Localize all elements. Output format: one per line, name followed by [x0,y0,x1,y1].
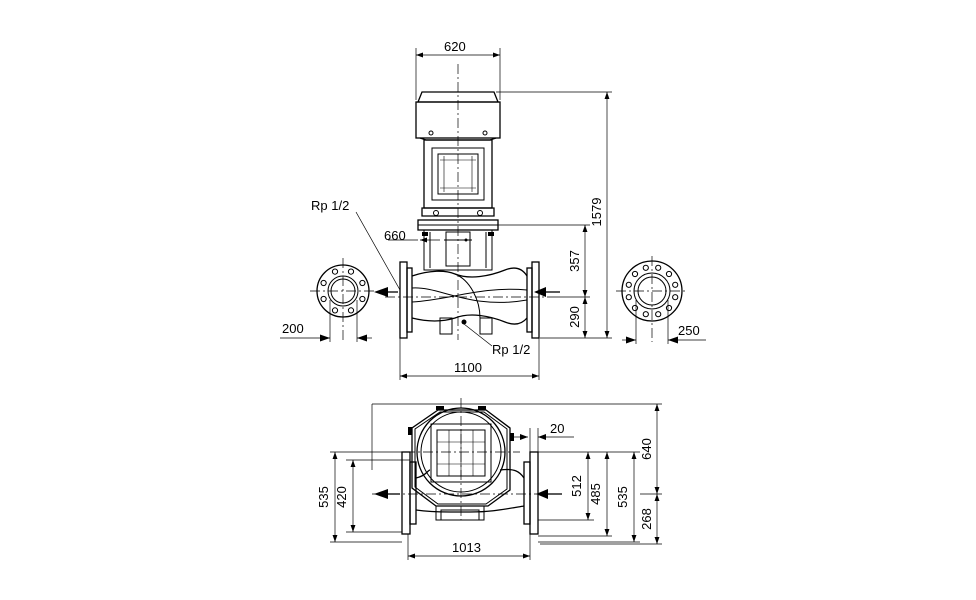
inlet-flange-detail [280,258,376,342]
side-dimensions [355,48,612,380]
dim-base-length: 1013 [452,540,481,555]
dim-flange-width: 660 [384,228,406,243]
bolt-hole [642,311,649,318]
dim-485: 485 [588,483,603,505]
bolt-hole [359,279,366,287]
dim-outlet-flange: 250 [678,323,700,338]
pump-housing [399,238,540,339]
bolt-hole [642,264,649,271]
bolt-hole [655,264,662,271]
bolt-hole [631,270,639,278]
bolt-hole [347,307,355,314]
dim-motor-width: 620 [444,39,466,54]
top-view: 20 535 420 512 485 535 640 268 1013 [316,398,662,560]
top-dimensions [330,403,662,560]
dim-right-535: 535 [615,486,630,508]
dim-left-inner: 420 [334,486,349,508]
dim-512: 512 [569,475,584,497]
dim-shaft-center: 290 [567,306,582,328]
dim-inlet-flange: 200 [282,321,304,336]
bolt-hole [625,294,632,301]
bolt-hole [672,281,679,288]
outlet-flange-detail [616,256,706,344]
side-view: 620 1579 357 290 660 Rp 1/2 Rp 1/2 1100 … [280,39,706,380]
dim-left-outer: 535 [316,486,331,508]
dim-268: 268 [639,508,654,530]
dim-640: 640 [639,438,654,460]
bolt-hole [625,281,632,288]
dim-port-length: 1100 [454,360,482,375]
bolt-hole [672,294,679,301]
label-rp-bottom: Rp 1/2 [492,342,530,357]
bolt-hole [359,295,366,303]
dim-overall-height: 1579 [589,198,604,227]
dim-bracket-height: 357 [567,250,582,272]
label-rp-top: Rp 1/2 [311,198,349,213]
bolt-hole [347,268,355,275]
bolt-hole [655,311,662,318]
bolt-hole [320,279,327,287]
bolt-hole [665,270,673,278]
bolt-hole [320,295,327,303]
bolt-hole [331,268,339,275]
bolt-hole [631,304,639,312]
dim-offset: 20 [550,421,564,436]
bolt-hole [665,304,673,312]
bolt-hole [331,307,339,314]
